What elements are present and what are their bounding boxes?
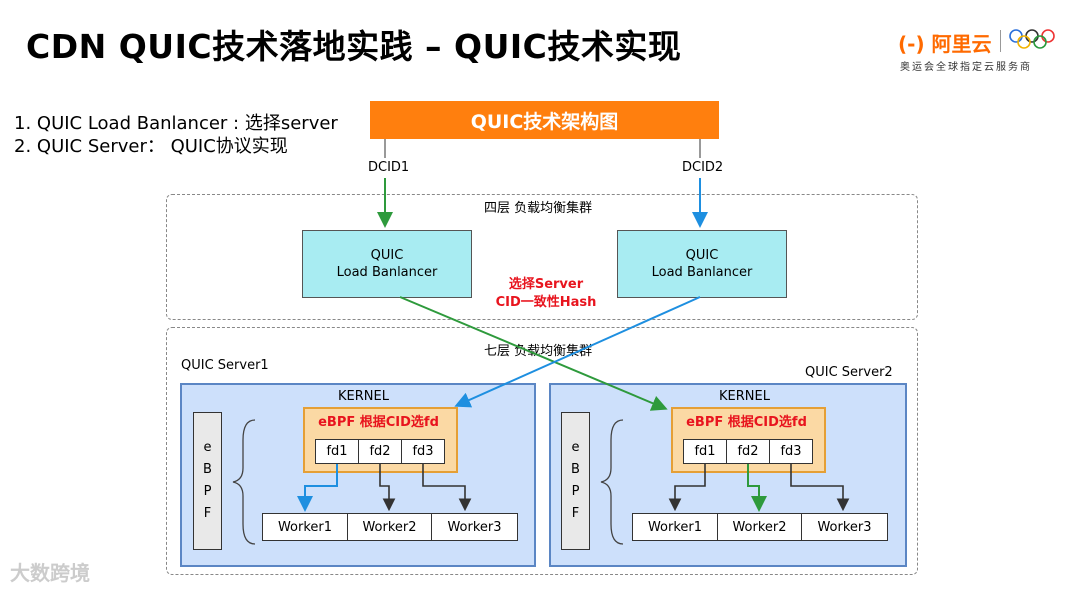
s1-ebpf-b: B bbox=[203, 462, 212, 477]
s1-fd2-worker2-arrow bbox=[379, 464, 396, 512]
s1-ebpf-f: F bbox=[203, 506, 212, 521]
s1-worker2: Worker2 bbox=[347, 513, 432, 541]
s2-fd2-worker2-arrow bbox=[747, 464, 767, 512]
l7-cluster-label: 七层 负载均衡集群 bbox=[484, 344, 593, 359]
lb-right-line1: QUIC bbox=[685, 248, 719, 263]
dcid1-label: DCID1 bbox=[368, 160, 410, 175]
server1-ebpf-title: eBPF 根据CID选fd bbox=[318, 415, 439, 430]
bullet-quic-server: 2. QUIC Server： QUIC协议实现 bbox=[14, 136, 288, 157]
server2-brace bbox=[600, 419, 624, 545]
server2-ebpf-vertical: e B P F bbox=[561, 412, 590, 550]
logo-subtitle: 奥运会全球指定云服务商 bbox=[900, 62, 1032, 73]
select-note-line2: CID一致性Hash bbox=[495, 295, 597, 310]
load-balancer-left: QUIC Load Banlancer bbox=[302, 230, 472, 298]
s1-fd1: fd1 bbox=[315, 439, 359, 464]
s1-fd1-worker1-arrow bbox=[297, 464, 338, 512]
s2-ebpf-p: P bbox=[571, 484, 580, 499]
page-title: CDN QUIC技术落地实践 – QUIC技术实现 bbox=[26, 27, 682, 66]
lb-right-to-server1-arrow bbox=[454, 296, 701, 408]
lb-left-line1: QUIC bbox=[370, 248, 404, 263]
s1-worker1: Worker1 bbox=[262, 513, 348, 541]
aliyun-logo: (-) 阿里云 bbox=[898, 32, 992, 56]
s2-fd1: fd1 bbox=[683, 439, 727, 464]
olympic-rings-icon bbox=[1009, 29, 1055, 49]
lb-right-line2: Load Banlancer bbox=[651, 265, 753, 280]
lb-left-line2: Load Banlancer bbox=[336, 265, 438, 280]
server1-ebpf-vertical: e B P F bbox=[193, 412, 222, 550]
s1-fd3: fd3 bbox=[401, 439, 445, 464]
s1-fd3-worker3-arrow bbox=[422, 464, 472, 512]
lb-left-to-server2-arrow bbox=[399, 296, 668, 411]
s2-ebpf-e: e bbox=[571, 440, 580, 455]
l4-cluster-label: 四层 负载均衡集群 bbox=[484, 201, 593, 216]
s1-ebpf-e: e bbox=[203, 440, 212, 455]
server2-ebpf-title: eBPF 根据CID选fd bbox=[686, 415, 807, 430]
server1-kernel-label: KERNEL bbox=[338, 389, 389, 404]
s2-worker2: Worker2 bbox=[717, 513, 802, 541]
server1-brace bbox=[232, 419, 256, 545]
s2-fd1-worker1-arrow bbox=[668, 464, 706, 512]
s2-ebpf-f: F bbox=[571, 506, 580, 521]
watermark: 大数跨境 bbox=[10, 561, 90, 585]
select-note-line1: 选择Server bbox=[508, 277, 584, 292]
s2-fd3-worker3-arrow bbox=[790, 464, 850, 512]
load-balancer-right: QUIC Load Banlancer bbox=[617, 230, 787, 298]
server2-kernel-label: KERNEL bbox=[719, 389, 770, 404]
s2-worker1: Worker1 bbox=[632, 513, 718, 541]
s2-worker3: Worker3 bbox=[801, 513, 888, 541]
architecture-banner: QUIC技术架构图 bbox=[370, 101, 719, 139]
bullet-load-balancer: 1. QUIC Load Banlancer : 选择server bbox=[14, 113, 338, 134]
s1-worker3: Worker3 bbox=[431, 513, 518, 541]
s1-ebpf-p: P bbox=[203, 484, 212, 499]
s1-fd2: fd2 bbox=[358, 439, 402, 464]
s2-fd3: fd3 bbox=[769, 439, 813, 464]
server1-label: QUIC Server1 bbox=[181, 358, 269, 373]
l4-cluster-box bbox=[166, 194, 918, 320]
server2-label: QUIC Server2 bbox=[805, 365, 893, 380]
s2-fd2: fd2 bbox=[726, 439, 770, 464]
logo-divider bbox=[1000, 30, 1001, 52]
l7-cluster-box bbox=[166, 327, 918, 575]
select-server-note: 选择Server CID一致性Hash bbox=[478, 276, 614, 312]
dcid2-label: DCID2 bbox=[682, 160, 724, 175]
s2-ebpf-b: B bbox=[571, 462, 580, 477]
